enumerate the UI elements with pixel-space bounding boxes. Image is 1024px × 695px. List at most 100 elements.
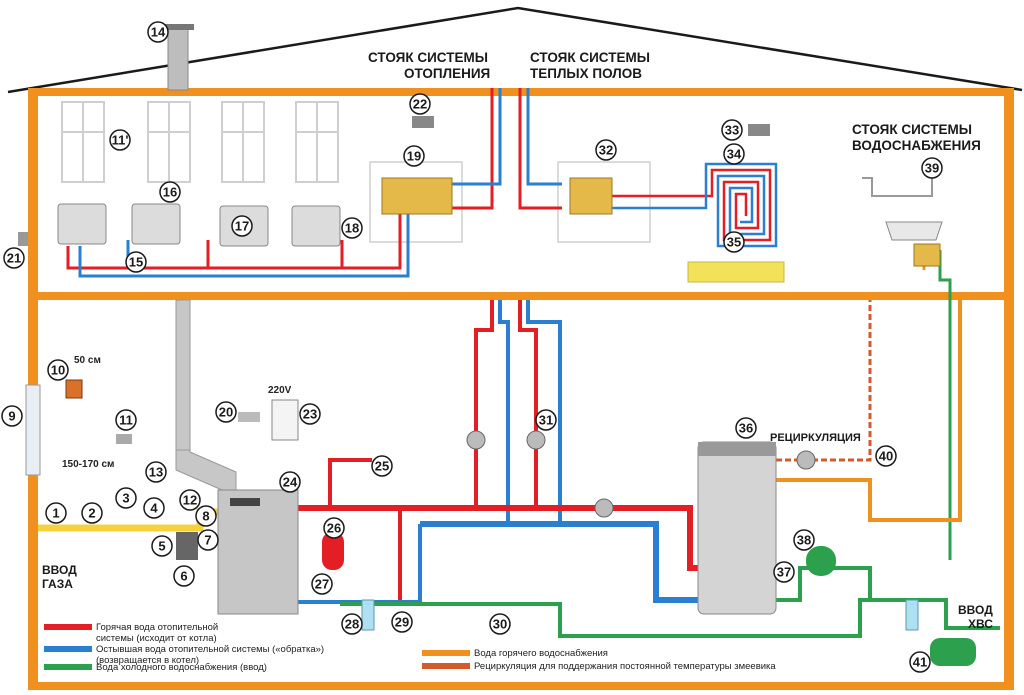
underfloor-coil — [612, 168, 772, 242]
sink-manifold — [913, 243, 941, 267]
legend-return-1: Остывшая вода отопительной системы («обр… — [96, 644, 324, 655]
callout-circle — [3, 247, 25, 269]
callout-number: 2 — [88, 506, 95, 521]
callout-circle — [723, 143, 745, 165]
floor-riser-return-down — [526, 300, 562, 524]
callout-number: 15 — [129, 255, 143, 270]
callout-circle — [595, 139, 617, 161]
callout-number: 30 — [493, 617, 507, 632]
callout-circle — [115, 409, 137, 431]
radiator — [57, 203, 107, 245]
flue-elbow — [175, 449, 237, 491]
callout-number: 40 — [879, 449, 893, 464]
interfloor-slab — [28, 292, 1014, 300]
callout-circle — [311, 573, 333, 595]
hot-supply-header — [296, 505, 700, 571]
cold-water-main — [776, 566, 1000, 630]
callout-number: 28 — [345, 617, 359, 632]
legend-hot-1: Горячая вода отопительной — [96, 622, 218, 633]
callout-number: 7 — [204, 533, 211, 548]
windows — [61, 101, 339, 183]
wall-window — [25, 384, 41, 476]
legend-swatch-cold — [44, 664, 92, 670]
legend-recirc: Рециркуляция для поддержания постоянной … — [474, 661, 776, 672]
callout-circle — [1, 405, 23, 427]
callout-circle — [179, 489, 201, 511]
callout-circle — [921, 157, 943, 179]
callout-number: 17 — [235, 219, 249, 234]
callout-circle — [159, 181, 181, 203]
callout-number: 38 — [797, 533, 811, 548]
legend-dhw: Вода горячего водоснабжения — [474, 648, 608, 659]
callout-circle — [403, 145, 425, 167]
outer-wall-right — [1004, 88, 1014, 688]
circulation-pump — [526, 430, 546, 450]
riser-floor-label-1: СТОЯК СИСТЕМЫ — [530, 50, 650, 65]
callout-circle — [143, 497, 165, 519]
callout-circle — [145, 461, 167, 483]
text-labels: ВВОД ГАЗА ВВОД ХВС РЕЦИРКУЛЯЦИЯ 220V 50 … — [42, 355, 993, 631]
legend-swatch-recirc — [422, 663, 470, 669]
legend-cold: Вода холодного водоснабжения (ввод) — [96, 662, 267, 673]
distance-150-label: 150-170 см — [62, 459, 114, 470]
booster-pump — [930, 638, 976, 666]
legend-swatch-dhw — [422, 650, 470, 656]
callout-number: 6 — [180, 569, 187, 584]
callout-circle — [875, 445, 897, 467]
floor-riser-hot — [518, 88, 562, 210]
callout-circle — [371, 455, 393, 477]
return-header — [420, 521, 700, 603]
callout-circle — [341, 217, 363, 239]
collector-cabinet — [557, 161, 651, 243]
heating-riser-return-down — [498, 300, 510, 524]
callout-circle — [215, 401, 237, 423]
callout-number: 25 — [375, 459, 389, 474]
radiator — [291, 205, 341, 247]
callout-number: 9 — [8, 409, 15, 424]
callout-number: 37 — [777, 565, 791, 580]
callout-number: 1 — [52, 506, 59, 521]
equipment — [18, 116, 976, 666]
gas-detector — [65, 379, 83, 399]
gas-detector — [116, 434, 132, 444]
callout-number: 20 — [219, 405, 233, 420]
legend-hot-2: системы (исходит от котла) — [96, 633, 217, 644]
callout-circle — [489, 613, 511, 635]
riser-water-label-1: СТОЯК СИСТЕМЫ — [852, 122, 972, 137]
gas-input-label-2: ГАЗА — [42, 577, 73, 591]
callout-circle — [279, 471, 301, 493]
callout-circle — [147, 21, 169, 43]
riser-heating-label-2: ОТОПЛЕНИЯ — [404, 66, 490, 81]
callout-number: 13 — [149, 465, 163, 480]
circulation-pump — [594, 498, 614, 518]
filter — [905, 599, 919, 631]
cold-input-label-2: ХВС — [968, 617, 993, 631]
filter — [361, 599, 375, 631]
heating-riser-return — [452, 88, 502, 186]
callout-number: 33 — [725, 123, 739, 138]
dhw-out-line — [776, 300, 962, 522]
radiator-return-line — [78, 200, 410, 278]
callout-circle — [323, 517, 345, 539]
callout-circle — [793, 529, 815, 551]
callout-number: 11' — [112, 133, 129, 148]
floor-riser-hot-down — [518, 300, 538, 510]
callout-number: 39 — [925, 161, 939, 176]
callout-circle — [195, 505, 217, 527]
callout-number: 29 — [395, 615, 409, 630]
callout-number: 8 — [202, 509, 209, 524]
boiler-controller — [271, 399, 299, 441]
floor-manifold — [569, 177, 613, 215]
radiator-supply-line — [66, 200, 402, 270]
cold-input-label-1: ВВОД — [958, 603, 993, 617]
flue-pipe — [175, 299, 191, 451]
heating-manifold — [381, 177, 453, 215]
sink — [885, 221, 943, 241]
callout-circle — [125, 251, 147, 273]
heater-top-cap — [698, 442, 776, 456]
riser-floor-label-2: ТЕПЛЫХ ПОЛОВ — [530, 66, 642, 81]
chimney — [167, 27, 189, 91]
callout-number: 41 — [913, 655, 927, 670]
callout-number: 36 — [739, 421, 753, 436]
callout-number: 5 — [158, 539, 165, 554]
